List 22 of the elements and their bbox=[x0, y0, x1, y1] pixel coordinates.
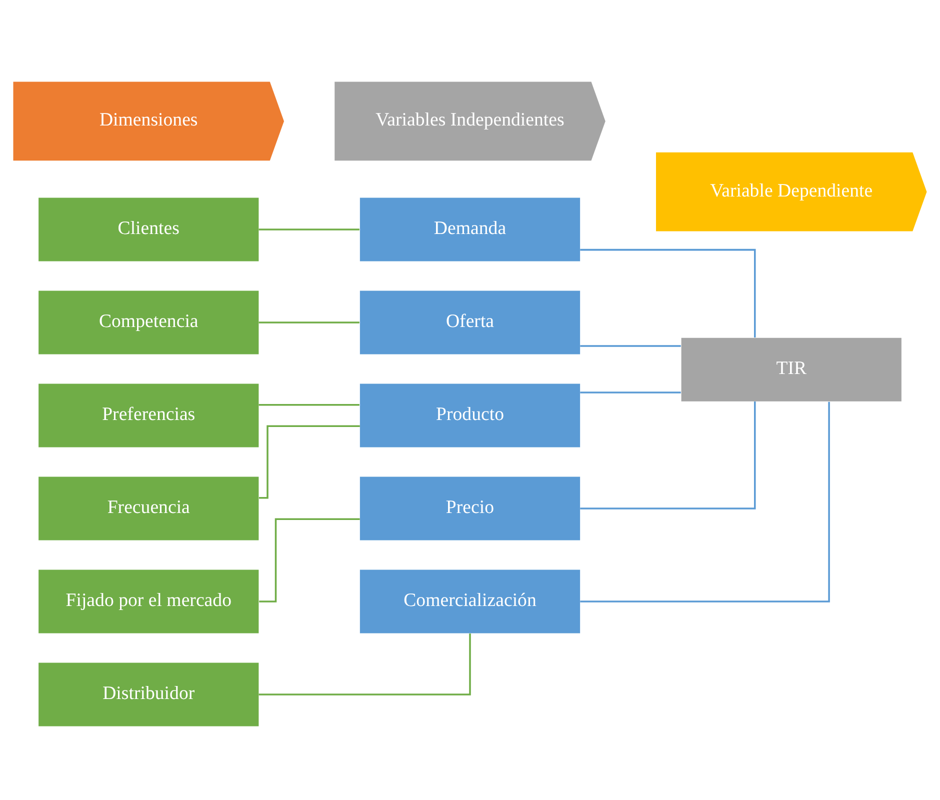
node-box: Fijado por el mercado bbox=[38, 569, 259, 633]
connector bbox=[580, 391, 681, 393]
connector bbox=[580, 400, 756, 509]
node-box: Comercialización bbox=[360, 569, 580, 633]
node-box: Oferta bbox=[360, 290, 580, 354]
connector bbox=[258, 228, 360, 230]
node-box: Frecuencia bbox=[38, 476, 259, 540]
connector bbox=[580, 248, 756, 337]
node-box: Distribuidor bbox=[38, 662, 259, 726]
connector bbox=[580, 401, 830, 602]
node-box: Competencia bbox=[38, 290, 259, 354]
node-box: Producto bbox=[360, 383, 580, 447]
connector bbox=[258, 633, 471, 695]
node-box: Precio bbox=[360, 476, 580, 540]
node-box: TIR bbox=[681, 337, 902, 401]
node-box: Demanda bbox=[360, 197, 580, 261]
connector bbox=[580, 344, 681, 346]
node-box: Clientes bbox=[38, 197, 259, 261]
connector bbox=[258, 404, 360, 406]
connector bbox=[258, 424, 360, 498]
connector bbox=[258, 321, 360, 323]
node-box: Preferencias bbox=[38, 383, 259, 447]
